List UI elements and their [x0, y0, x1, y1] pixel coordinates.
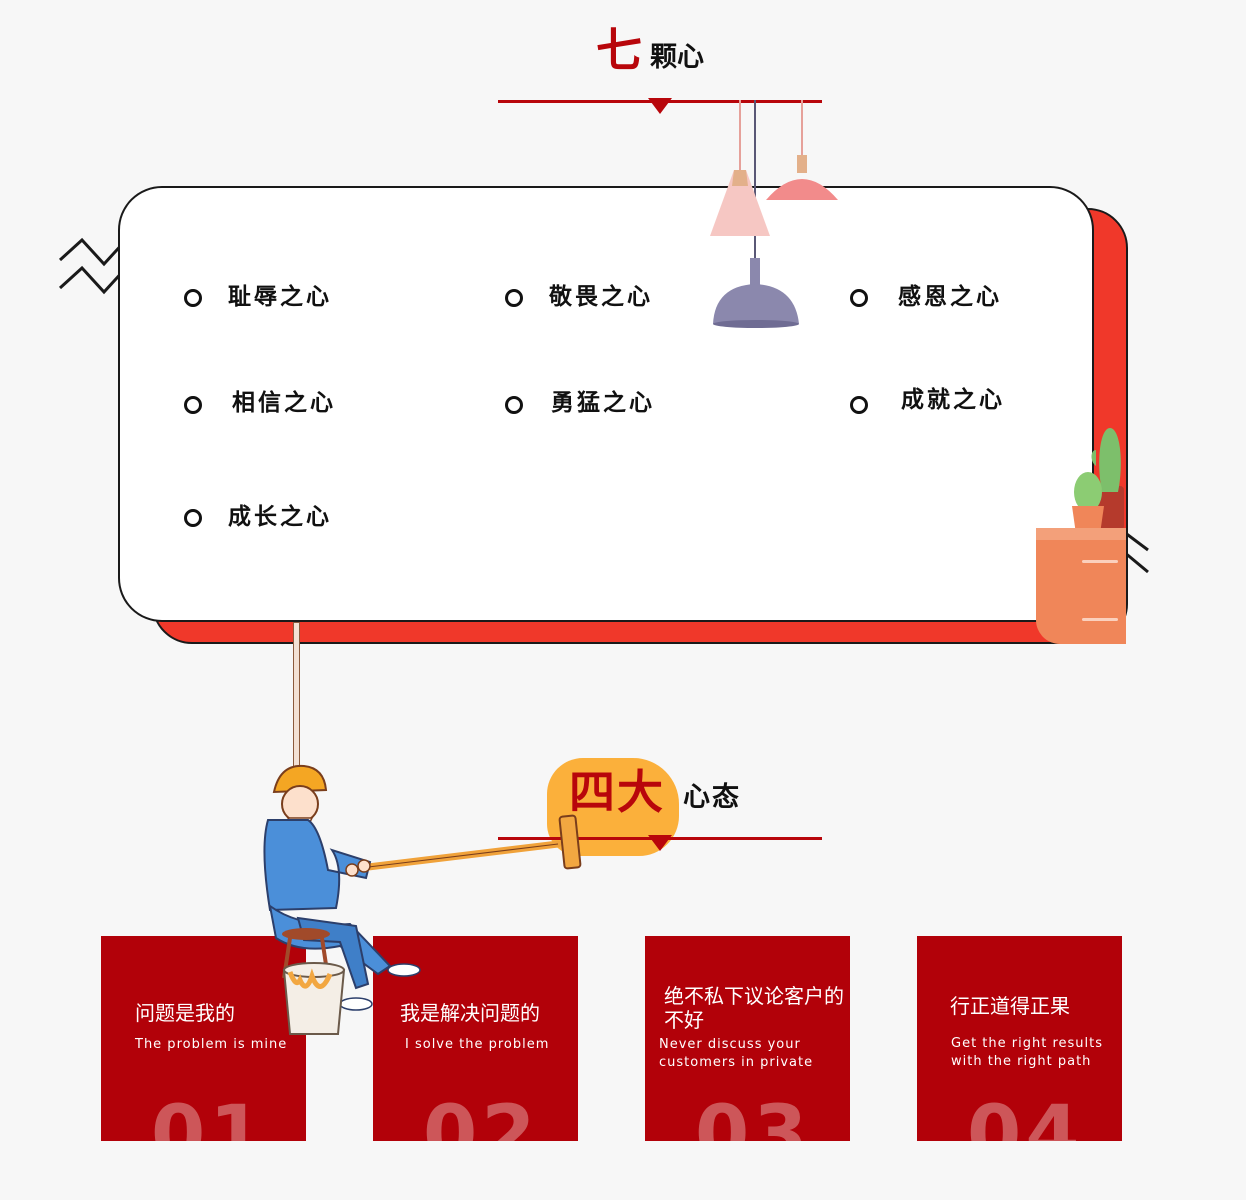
card-title: 行正道得正果	[950, 994, 1070, 1018]
heart-item: 感恩之心	[898, 284, 1002, 310]
card-subtitle: Never discuss your customers in private	[659, 1037, 814, 1070]
card-number: 01	[151, 1090, 268, 1141]
card-subtitle: The problem is mine	[135, 1037, 288, 1052]
heart-item: 相信之心	[232, 390, 336, 416]
cabinet-top	[1036, 528, 1126, 540]
cabinet-illustration	[1036, 528, 1126, 644]
bullet-icon	[505, 396, 523, 414]
lamps-illustration	[710, 100, 838, 328]
bullet-icon	[850, 396, 868, 414]
drawer-handle	[1082, 618, 1118, 621]
painter-illustration	[263, 764, 582, 1035]
cactus-icon	[1072, 428, 1124, 534]
card-subtitle: Get the right results with the right pat…	[951, 1036, 1103, 1069]
hearts-board	[118, 186, 1094, 622]
bullet-icon	[184, 396, 202, 414]
bullet-icon	[184, 289, 202, 307]
mindset-card-1: 问题是我的 The problem is mine 01	[101, 936, 306, 1141]
heart-item: 勇猛之心	[551, 390, 655, 416]
bullet-icon	[850, 289, 868, 307]
card-number: 04	[967, 1090, 1084, 1141]
card-number: 02	[423, 1090, 540, 1141]
title-seven-char: 七	[596, 23, 642, 77]
heart-item: 成长之心	[228, 504, 332, 530]
title-four-big: 四大	[569, 765, 665, 819]
card-title: 绝不私下议论客户的不好	[664, 984, 844, 1032]
drawer-handle	[1082, 560, 1118, 563]
card-number: 03	[695, 1090, 812, 1141]
down-triangle-icon	[648, 98, 672, 114]
card-title: 我是解决问题的	[400, 1001, 540, 1025]
card-subtitle: I solve the problem	[405, 1037, 550, 1052]
heart-item: 成就之心	[901, 387, 1005, 413]
roller-pole	[293, 622, 300, 774]
card-title: 问题是我的	[135, 1001, 235, 1025]
title-four-rest: 心态	[683, 782, 741, 813]
heart-item: 敬畏之心	[549, 284, 653, 310]
heart-item: 耻辱之心	[228, 284, 332, 310]
mindset-card-4: 行正道得正果 Get the right results with the ri…	[917, 936, 1122, 1141]
zigzag-decoration-right	[1123, 530, 1149, 574]
title-seven-rest: 颗心	[650, 42, 704, 73]
bullet-icon	[184, 509, 202, 527]
bullet-icon	[505, 289, 523, 307]
mindset-card-3: 绝不私下议论客户的不好 Never discuss your customers…	[645, 936, 850, 1141]
down-triangle-icon	[648, 835, 672, 851]
